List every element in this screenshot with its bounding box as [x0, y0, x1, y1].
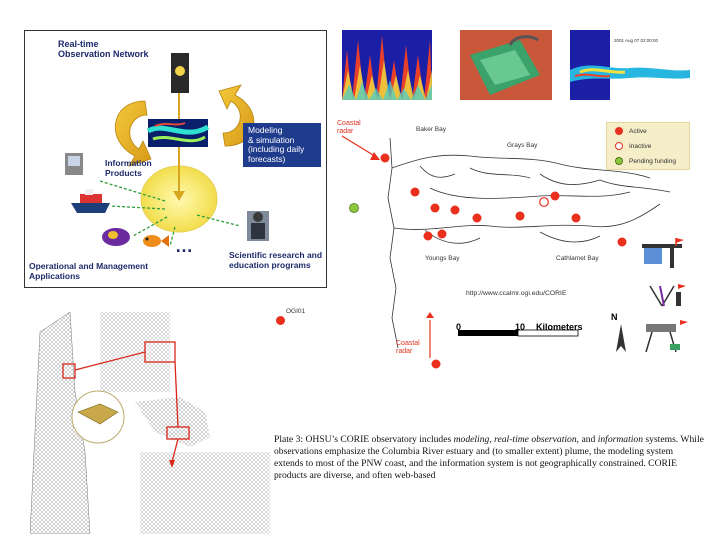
- coastal-radar-top-label: Coastal radar: [337, 120, 361, 136]
- info-line2: Products: [105, 167, 142, 178]
- ellipsis: …: [175, 236, 193, 256]
- station-dot: [437, 229, 447, 239]
- north-label: N: [611, 312, 618, 322]
- cycle-arrow-left: [114, 100, 152, 167]
- coastal-grid: [30, 312, 91, 534]
- info-line1: Information: [105, 158, 152, 168]
- sim-line2: & simulation: [248, 134, 295, 145]
- caption-information: information: [597, 434, 644, 445]
- station-dot: [431, 359, 441, 369]
- grays-bay-label: Grays Bay: [507, 142, 538, 149]
- scientist-image: [247, 211, 269, 241]
- legend-pending-dot: [615, 157, 623, 165]
- radar-top-line1: Coastal: [337, 120, 361, 127]
- plume-map-graphic: [570, 30, 690, 100]
- baker-bay-label: Baker Bay: [416, 126, 446, 133]
- legend-active-dot: [615, 127, 623, 135]
- ogi01-station-dot: [276, 316, 285, 325]
- ops-line2: Applications: [29, 270, 81, 281]
- caption-realtime: real-time observation: [494, 434, 577, 445]
- station-dot: [571, 213, 581, 223]
- time-series-thumbnail: [342, 30, 432, 100]
- cathlamet-bay-label: Cathlamet Bay: [556, 255, 599, 262]
- information-products-label: Information Products: [105, 158, 152, 178]
- estuary-grid: [100, 312, 170, 392]
- radar-bottom-line2: radar: [396, 348, 413, 355]
- caption-sep1: ,: [489, 434, 495, 445]
- station-dot: [550, 191, 560, 201]
- legend-active-label: Active: [629, 127, 647, 135]
- scale-zero-label: 0: [456, 322, 462, 332]
- plate-caption: Plate 3: OHSU’s CORIE observatory includ…: [274, 434, 704, 482]
- station-dot: [515, 211, 525, 221]
- station-dot: [430, 203, 440, 213]
- ship-image: [71, 189, 110, 213]
- simulation-image: [146, 119, 210, 147]
- ogi01-label: OGI01: [286, 308, 306, 315]
- operational-applications-label: Operational and Management Applications: [29, 261, 149, 281]
- station-type-icons: [642, 238, 688, 353]
- north-arrow: [616, 324, 626, 352]
- scale-ten-label: 10: [515, 322, 526, 332]
- platform-station-icon: [642, 238, 684, 268]
- buoy-station-icon: [645, 320, 688, 353]
- caption-sep2: , and: [576, 434, 598, 445]
- youngs-bay-label: Youngs Bay: [425, 255, 460, 262]
- sci-line2: education programs: [229, 259, 311, 270]
- sim-line3: (including daily: [248, 144, 305, 154]
- scale-bar: [458, 330, 518, 336]
- legend-inactive-label: Inactive: [629, 142, 652, 150]
- sim-line1: Modeling: [248, 125, 283, 135]
- corie-url[interactable]: http://www.ccalmr.ogi.edu/CORIE: [466, 290, 567, 297]
- realtime-network-label: Real-time Observation Network: [58, 39, 149, 59]
- plume-3d-thumbnail: [460, 30, 552, 100]
- caption-part2: systems. While observations emphasize th…: [274, 434, 704, 481]
- legend-pending: Pending funding: [615, 157, 676, 165]
- station-legend: Active Inactive Pending funding: [606, 122, 690, 170]
- realtime-label-line1: Real-time: [58, 39, 99, 49]
- legend-active: Active: [615, 127, 647, 135]
- river-grid: [135, 397, 210, 447]
- station-dot: [617, 237, 627, 247]
- caption-modeling: modeling: [453, 434, 490, 445]
- modeling-simulation-box: Modeling & simulation (including daily f…: [243, 123, 321, 167]
- model-grid-images: [30, 312, 270, 534]
- sim-line4: forecasts): [248, 153, 286, 164]
- station-dot: [450, 205, 460, 215]
- legend-pending-label: Pending funding: [629, 157, 676, 165]
- station-dot: [410, 187, 420, 197]
- tool-image: [102, 228, 130, 246]
- station-dot: [423, 231, 433, 241]
- sci-line1: Scientific research and: [229, 250, 323, 260]
- columbia-estuary-map: [341, 135, 671, 369]
- station-dot-inactive: [539, 197, 549, 207]
- station-dot-pending: [349, 203, 359, 213]
- radar-top-line2: radar: [337, 128, 354, 135]
- corie-system-diagram: Real-time Observation Network Modeling &…: [24, 30, 327, 288]
- radar-bottom-line1: Coastal: [396, 340, 420, 347]
- station-dot: [472, 213, 482, 223]
- coastal-radar-bottom-label: Coastal radar: [396, 340, 420, 356]
- fish-image: [143, 235, 169, 247]
- scientific-research-label: Scientific research and education progra…: [229, 250, 323, 270]
- zoom-grid: [140, 452, 270, 534]
- tower-station-icon: [649, 284, 686, 307]
- station-dot: [380, 153, 390, 163]
- ops-line1: Operational and Management: [29, 261, 149, 271]
- caption-part1: Plate 3: OHSU’s CORIE observatory includ…: [274, 434, 454, 445]
- plume-timestamp: 2001 Aug 07 02:00:00: [614, 38, 659, 43]
- legend-inactive: Inactive: [615, 142, 651, 150]
- plume-map-thumbnail: 2001 Aug 07 02:00:00: [570, 30, 690, 100]
- legend-inactive-dot: [615, 142, 623, 150]
- realtime-label-line2: Observation Network: [58, 49, 149, 59]
- scale-unit-label: Kilometers: [536, 322, 583, 332]
